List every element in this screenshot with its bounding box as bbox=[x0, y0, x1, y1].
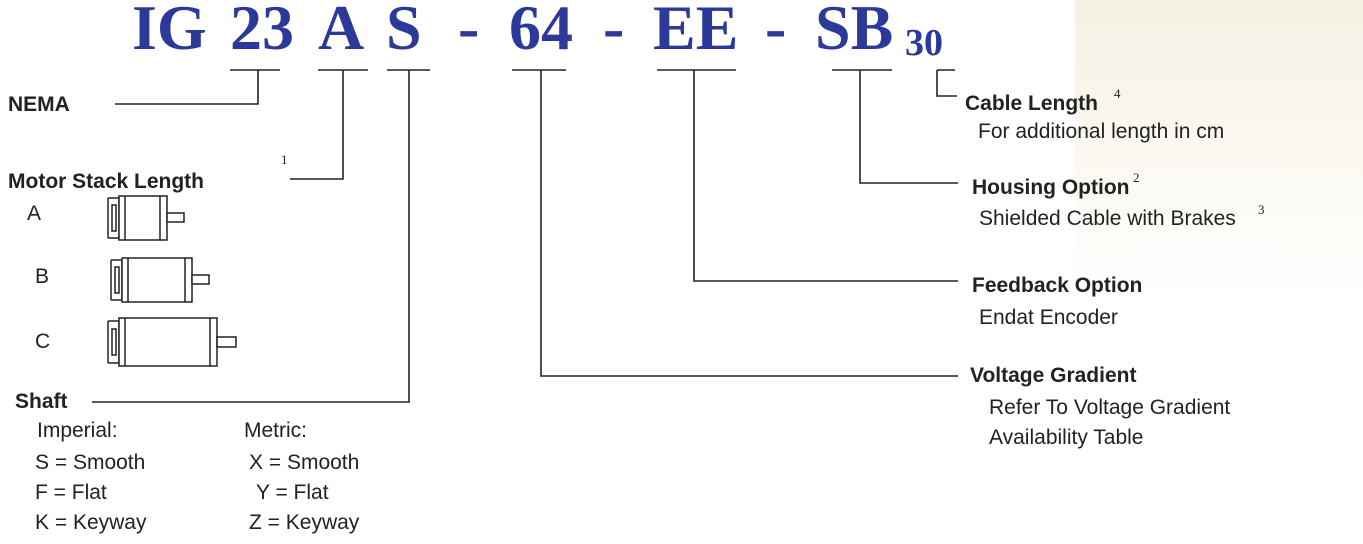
imperial-keyway: K = Keyway bbox=[35, 511, 147, 534]
imperial-smooth: S = Smooth bbox=[35, 451, 146, 474]
metric-header: Metric: bbox=[244, 419, 307, 442]
housing-desc-note: 3 bbox=[1258, 202, 1265, 217]
housing-desc: Shielded Cable with Brakes bbox=[979, 207, 1236, 230]
metric-flat: Y = Flat bbox=[256, 481, 329, 504]
stack-option-c: C bbox=[35, 330, 51, 353]
code-dash-2: - bbox=[603, 0, 625, 63]
shaft-label: Shaft bbox=[15, 390, 68, 413]
background-panel bbox=[1075, 0, 1363, 300]
stack-label: Motor Stack Length bbox=[8, 170, 205, 193]
cable-note: 4 bbox=[1114, 86, 1121, 101]
code-ig: IG bbox=[132, 0, 207, 63]
code-feedback: EE bbox=[653, 0, 739, 63]
voltage-label: Voltage Gradient bbox=[970, 364, 1137, 387]
code-shaft: S bbox=[386, 0, 422, 63]
nema-label: NEMA bbox=[8, 93, 70, 116]
cable-label: Cable Length bbox=[965, 92, 1099, 115]
nema-connector bbox=[115, 69, 280, 105]
code-stack: A bbox=[318, 0, 365, 63]
stack-option-b: B bbox=[35, 265, 50, 288]
cable-connector bbox=[936, 69, 957, 97]
feedback-label: Feedback Option bbox=[972, 274, 1143, 297]
metric-smooth: X = Smooth bbox=[249, 451, 360, 474]
code-dash-1: - bbox=[458, 0, 480, 63]
code-dash-3: - bbox=[765, 0, 787, 63]
housing-connector bbox=[832, 69, 958, 184]
code-voltage: 64 bbox=[509, 0, 573, 63]
imperial-flat: F = Flat bbox=[35, 481, 107, 504]
stack-note: 1 bbox=[281, 152, 288, 167]
motor-a-icon bbox=[107, 195, 185, 241]
voltage-desc-1: Refer To Voltage Gradient bbox=[989, 396, 1231, 419]
imperial-header: Imperial: bbox=[37, 419, 118, 442]
code-housing: SB bbox=[815, 0, 894, 63]
housing-note: 2 bbox=[1133, 170, 1140, 185]
housing-label: Housing Option bbox=[972, 176, 1130, 199]
feedback-desc: Endat Encoder bbox=[979, 306, 1118, 329]
feedback-connector bbox=[657, 69, 958, 282]
metric-keyway: Z = Keyway bbox=[249, 511, 360, 534]
motor-c-icon bbox=[107, 317, 237, 367]
voltage-desc-2: Availability Table bbox=[989, 426, 1144, 449]
voltage-connector bbox=[512, 69, 958, 377]
code-cable: 30 bbox=[905, 22, 943, 64]
stack-connector bbox=[290, 69, 368, 180]
motor-b-icon bbox=[110, 257, 210, 303]
shaft-connector bbox=[92, 69, 430, 403]
stack-option-a: A bbox=[27, 202, 42, 225]
cable-desc: For additional length in cm bbox=[978, 120, 1225, 143]
code-nema: 23 bbox=[230, 0, 294, 63]
